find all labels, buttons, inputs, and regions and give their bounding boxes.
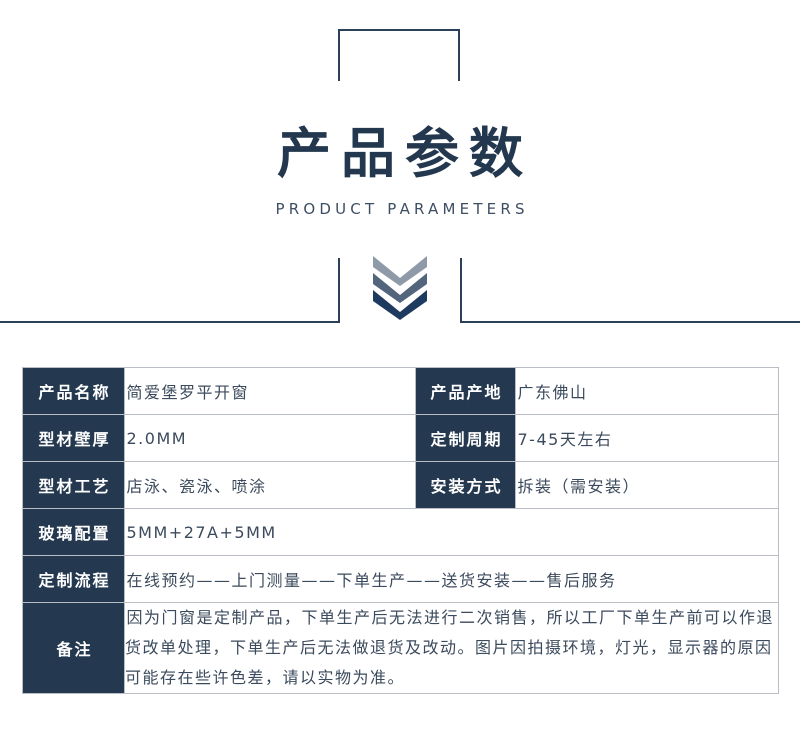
param-value-cell: 简爱堡罗平开窗 — [124, 367, 416, 415]
table-row: 定制流程 在线预约——上门测量——下单生产——送货安装——售后服务 — [22, 555, 779, 603]
param-key-cell: 玻璃配置 — [22, 508, 125, 556]
param-key-cell: 定制周期 — [415, 414, 516, 462]
param-key-cell: 产品产地 — [415, 367, 516, 415]
param-key-cell: 型材壁厚 — [22, 414, 125, 462]
decorative-tick-right — [460, 258, 462, 323]
param-value-cell: 2.0MM — [124, 414, 416, 462]
param-key-cell: 安装方式 — [415, 461, 516, 509]
page-banner: 产品参数 PRODUCT PARAMETERS — [0, 0, 800, 340]
param-key-cell: 产品名称 — [22, 367, 125, 415]
chevron-down-icon — [373, 290, 427, 320]
chevron-down-icon — [373, 256, 427, 286]
table-row: 产品名称 简爱堡罗平开窗 产品产地 广东佛山 — [22, 367, 779, 415]
table-row: 玻璃配置 5MM+27A+5MM — [22, 508, 779, 556]
divider-rule-right — [460, 321, 800, 323]
param-key-cell: 定制流程 — [22, 555, 125, 603]
param-value-cell: 5MM+27A+5MM — [124, 508, 779, 556]
param-value-cell: 因为门窗是定制产品，下单生产后无法进行二次销售，所以工厂下单生产前可以作退货改单… — [124, 602, 779, 694]
table-row: 备注 因为门窗是定制产品，下单生产后无法进行二次销售，所以工厂下单生产前可以作退… — [22, 602, 779, 694]
param-value-cell: 店泳、瓷泳、喷涂 — [124, 461, 416, 509]
param-value-cell: 7-45天左右 — [515, 414, 779, 462]
product-parameters-table: 产品名称 简爱堡罗平开窗 产品产地 广东佛山 型材壁厚 2.0MM 定制周期 7… — [22, 367, 779, 694]
decorative-bracket-top — [338, 29, 460, 81]
chevron-down-icon — [373, 273, 427, 303]
param-key-cell: 备注 — [22, 602, 125, 694]
page-title: 产品参数 — [277, 122, 533, 185]
param-value-cell: 广东佛山 — [515, 367, 779, 415]
param-value-cell: 在线预约——上门测量——下单生产——送货安装——售后服务 — [124, 555, 779, 603]
table-row: 型材工艺 店泳、瓷泳、喷涂 安装方式 拆装（需安装） — [22, 461, 779, 509]
page-subtitle: PRODUCT PARAMETERS — [275, 200, 529, 218]
param-value-cell: 拆装（需安装） — [515, 461, 779, 509]
decorative-tick-left — [338, 258, 340, 323]
chevron-stack — [373, 256, 427, 322]
param-key-cell: 型材工艺 — [22, 461, 125, 509]
divider-rule-left — [0, 321, 340, 323]
table-row: 型材壁厚 2.0MM 定制周期 7-45天左右 — [22, 414, 779, 462]
